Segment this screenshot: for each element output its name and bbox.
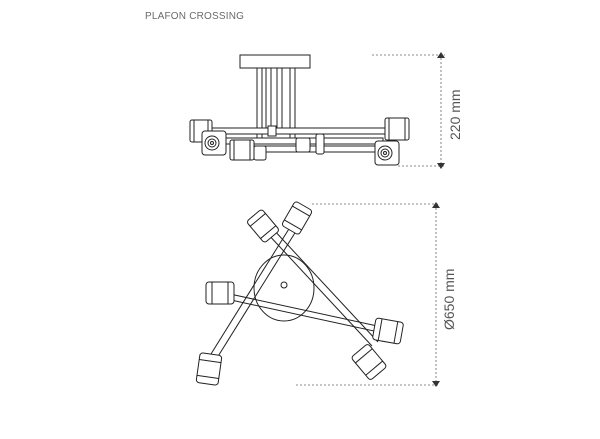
- top-lamp-left: [205, 281, 235, 305]
- arm-2: [205, 223, 299, 367]
- top-lamp-right: [372, 317, 404, 345]
- height-dimension: [372, 52, 445, 169]
- product-title: PLAFON CROSSING: [145, 11, 245, 22]
- side-lamp-left-front: [201, 130, 227, 156]
- side-lamp-right-front: [374, 140, 400, 166]
- connectors: [253, 125, 325, 161]
- ceiling-plate: [239, 54, 311, 69]
- side-view: [189, 54, 410, 166]
- side-lamp-right: [384, 117, 410, 141]
- height-label: 220 mm: [447, 89, 463, 140]
- top-lamp-lower-left: [195, 352, 223, 386]
- arm-3: [229, 293, 384, 334]
- diameter-dimension: [296, 202, 440, 387]
- top-lamp-upper-left: [247, 209, 279, 243]
- diameter-label: Ø650 mm: [441, 269, 457, 330]
- top-view: [195, 201, 404, 386]
- top-lamp-top: [281, 201, 313, 235]
- side-lamp-center: [229, 139, 255, 161]
- top-lamp-lower-right: [351, 344, 387, 380]
